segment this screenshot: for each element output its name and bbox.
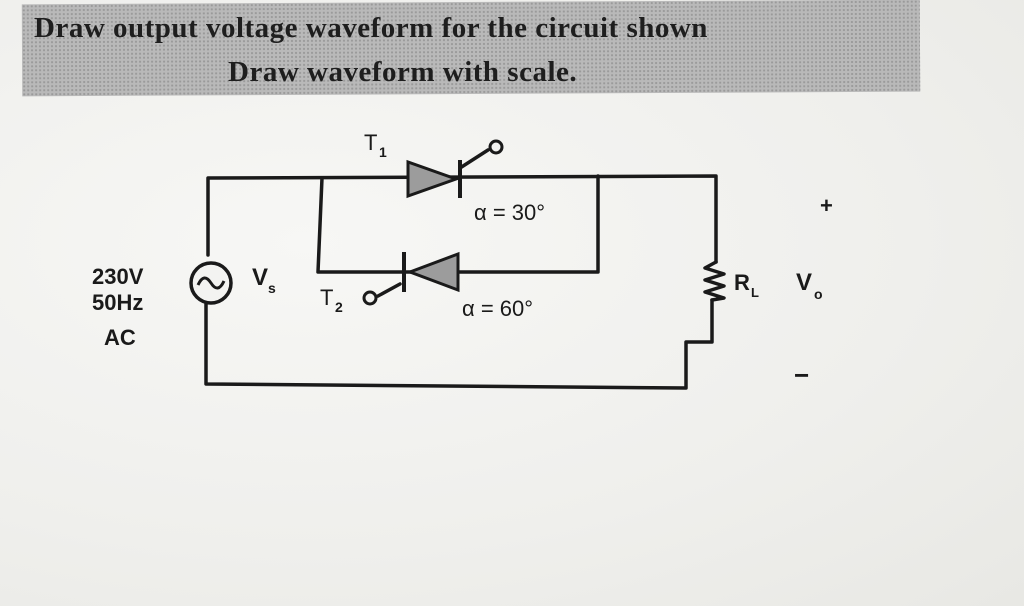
source-frequency-label: 50Hz (92, 290, 143, 315)
source-type-label: AC (104, 325, 136, 350)
thyristor-t2-label: T (320, 285, 333, 310)
thyristor-t1-label: T (364, 130, 377, 155)
load-resistor (703, 260, 726, 302)
question-line-1: Draw output voltage waveform for the cir… (34, 12, 708, 44)
source-symbol-sub: s (268, 280, 276, 296)
gate-terminal-t2 (362, 290, 378, 306)
gate-lead-t2 (376, 282, 402, 298)
gate-lead-t1 (458, 148, 490, 170)
load-sub: L (751, 285, 759, 300)
thyristor-t1-sub: 1 (379, 144, 387, 160)
source-voltage-label: 230V (92, 264, 144, 289)
gate-terminal-t1 (488, 139, 504, 155)
output-plus: + (820, 193, 833, 218)
wire-right-lower (204, 298, 714, 390)
output-voltage-label: V (796, 269, 812, 296)
question-line-2: Draw waveform with scale. (228, 56, 578, 88)
source-symbol-label: V (252, 264, 268, 291)
thyristor-t2-icon (405, 251, 460, 293)
output-voltage-sub: o (814, 286, 823, 302)
firing-angle-t1: α = 30° (474, 200, 545, 225)
thyristor-t2-sub: 2 (335, 299, 343, 315)
load-label: R (734, 270, 750, 295)
firing-angle-t2: α = 60° (462, 296, 533, 321)
output-minus: − (794, 360, 809, 390)
thyristor-t1-icon (406, 159, 461, 199)
